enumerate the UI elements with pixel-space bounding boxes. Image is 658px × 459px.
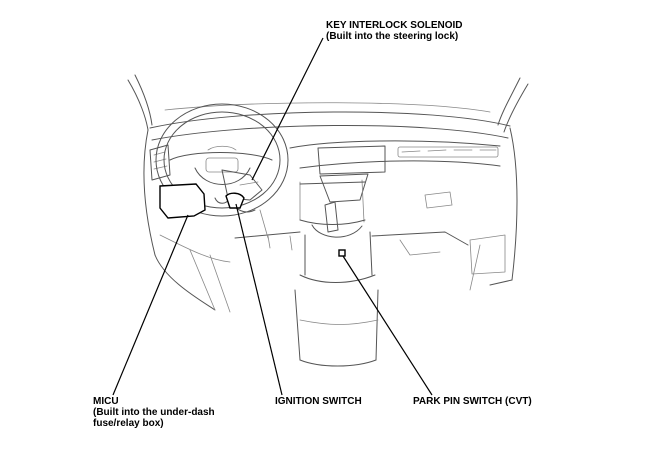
park-pin-switch-label: PARK PIN SWITCH (CVT) xyxy=(413,396,532,407)
micu-note-2: fuse/relay box) xyxy=(93,418,164,429)
ignition-switch-part xyxy=(225,192,245,209)
park-pin-switch-part xyxy=(338,249,346,257)
windshield-frame xyxy=(127,74,529,133)
ignition-switch-label: IGNITION SWITCH xyxy=(275,396,362,407)
micu-note-1: (Built into the under-dash xyxy=(93,407,215,418)
right-side-panel xyxy=(469,127,518,286)
center-stack xyxy=(299,145,499,225)
leader-lines xyxy=(112,37,433,396)
micu-fuse-box xyxy=(159,183,206,219)
lower-dash xyxy=(189,191,481,313)
left-door-panel xyxy=(143,129,231,311)
park-pin-leader xyxy=(342,255,433,396)
micu-leader xyxy=(112,214,189,396)
dashboard-top xyxy=(149,111,511,169)
key-interlock-label: KEY INTERLOCK SOLENOID (Built into the s… xyxy=(326,20,463,42)
key-interlock-title: KEY INTERLOCK SOLENOID xyxy=(326,20,463,31)
micu-label: MICU (Built into the under-dash fuse/rel… xyxy=(93,396,215,429)
park-pin-switch-title: PARK PIN SWITCH (CVT) xyxy=(413,396,532,407)
key-interlock-note: (Built into the steering lock) xyxy=(326,31,459,42)
ignition-leader xyxy=(235,203,283,396)
micu-title: MICU xyxy=(93,396,119,407)
center-console xyxy=(294,201,379,367)
ignition-switch-title: IGNITION SWITCH xyxy=(275,396,362,407)
key-interlock-leader xyxy=(251,37,324,181)
